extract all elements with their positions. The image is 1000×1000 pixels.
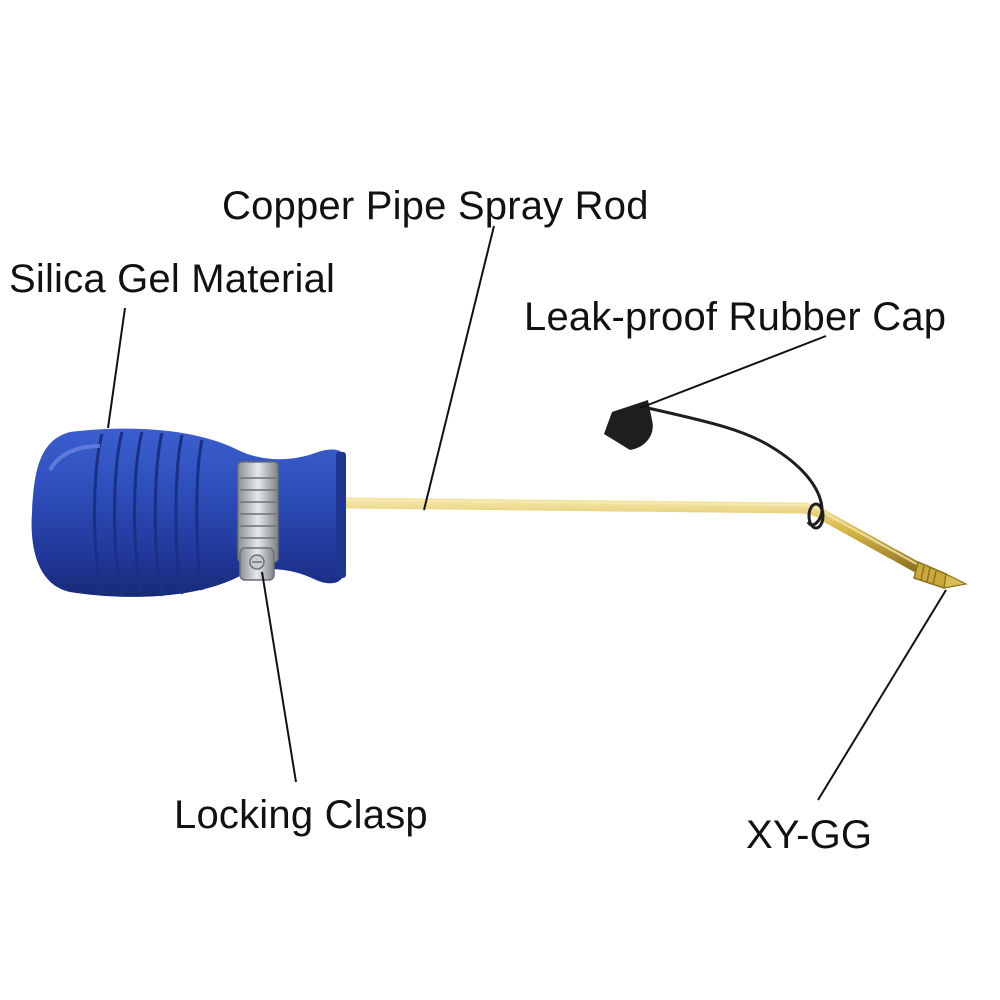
leak-proof-rubber-cap bbox=[604, 400, 825, 530]
copper-pipe-spray-rod bbox=[345, 497, 968, 589]
locking-clasp bbox=[237, 461, 279, 581]
leader-lines bbox=[107, 225, 947, 801]
silica-gel-bulb bbox=[31, 428, 346, 597]
label-leak-proof-rubber-cap: Leak-proof Rubber Cap bbox=[524, 295, 947, 339]
leader-model bbox=[817, 589, 947, 801]
label-silica-gel-material: Silica Gel Material bbox=[9, 257, 336, 301]
leader-locking-clasp bbox=[261, 571, 297, 783]
label-locking-clasp: Locking Clasp bbox=[174, 793, 428, 837]
leader-silica-gel bbox=[107, 307, 126, 429]
leader-copper-pipe bbox=[423, 225, 495, 511]
label-model-number: XY-GG bbox=[746, 813, 873, 857]
leader-rubber-cap bbox=[639, 335, 827, 409]
nozzle-tip bbox=[913, 560, 968, 589]
label-copper-pipe-spray-rod: Copper Pipe Spray Rod bbox=[222, 184, 649, 228]
